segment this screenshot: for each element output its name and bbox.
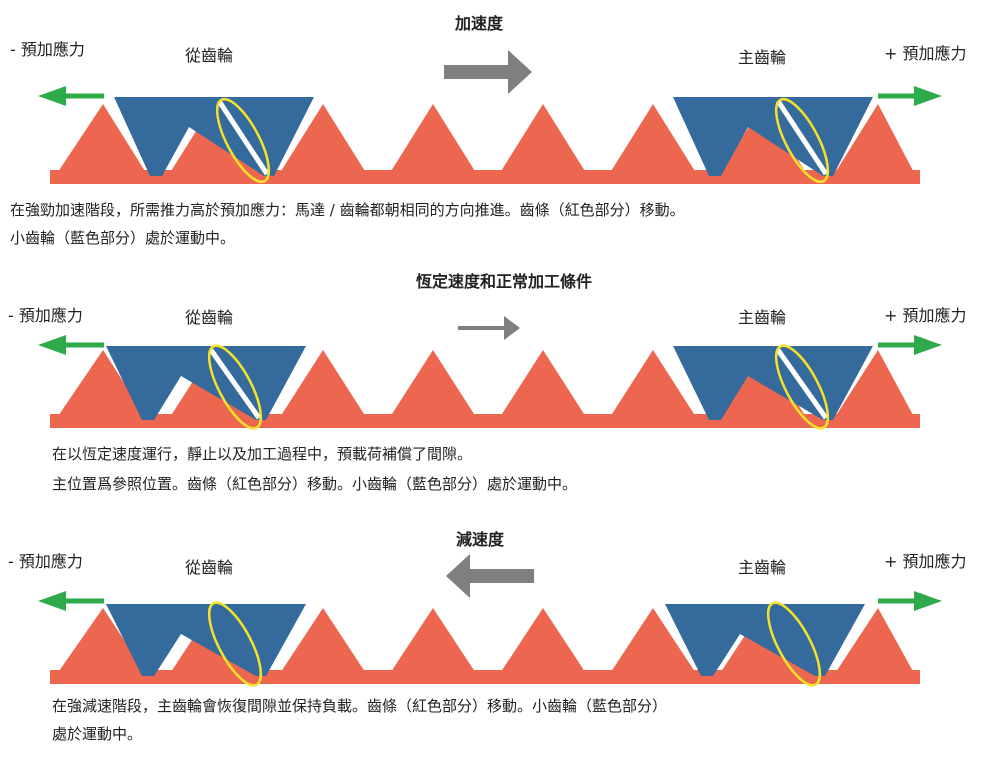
backlash-gap <box>775 99 829 176</box>
rack-tooth <box>603 608 703 684</box>
preload-arrow-left-head <box>38 335 66 355</box>
panel-constant-speed: 恆定速度和正常加工條件 - 預加應力 從齒輪 主齒輪 + 預加應力 在以恆定速度… <box>0 262 990 512</box>
master-gear-label: 主齒輪 <box>738 308 787 327</box>
preload-arrow-left-head <box>38 591 66 611</box>
master-pinion <box>673 344 873 430</box>
caption-line-2: 小齒輪（藍色部分）處於運動中。 <box>10 229 236 247</box>
master-pinion <box>673 97 873 184</box>
rack-tooth <box>603 350 703 428</box>
backlash-gap <box>775 348 829 420</box>
rack-tooth <box>828 104 920 184</box>
rack-tooth <box>603 104 703 184</box>
right-preload-label: + 預加應力 <box>884 44 967 63</box>
rack-pinion-scene <box>38 316 942 430</box>
right-preload-label: + 預加應力 <box>884 306 967 325</box>
rack-tooth <box>273 104 373 184</box>
rack-tooth <box>50 608 153 684</box>
contact-highlight-ring <box>774 97 830 184</box>
preload-arrow-left-head <box>38 86 66 106</box>
rack-pinion-scene <box>38 50 942 184</box>
master-pinion-body <box>673 346 873 420</box>
panel-title: 恆定速度和正常加工條件 <box>416 272 593 291</box>
rack-base <box>50 414 920 428</box>
caption-line-1: 在強減速階段，主齒輪會恢復間隙並保持負載。齒條（紅色部分）移動。小齒輪（藍色部分… <box>52 697 668 715</box>
rack-pinion-scene <box>38 554 942 687</box>
preload-arrow-right-head <box>914 335 942 355</box>
contact-highlight-ring <box>774 344 830 430</box>
caption-line-2: 主位置爲參照位置。齒條（紅色部分）移動。小齒輪（藍色部分）處於運動中。 <box>52 475 578 493</box>
motion-arrow-head <box>508 50 532 94</box>
panel-deceleration: 減速度 - 預加應力 從齒輪 主齒輪 + 預加應力 在強減速階段，主齒輪會恢復間… <box>0 522 990 772</box>
slave-gear-label: 從齒輪 <box>185 46 234 65</box>
preload-arrow-right-head <box>914 591 942 611</box>
left-preload-label: - 預加應力 <box>10 40 85 59</box>
master-pinion-body <box>665 604 865 676</box>
rack-tooth <box>50 350 153 428</box>
panel-title: 減速度 <box>456 530 505 549</box>
left-preload-label: - 預加應力 <box>8 552 83 571</box>
backlash-gap <box>208 348 262 420</box>
rack-tooth <box>273 608 373 684</box>
master-pinion <box>665 601 865 687</box>
panel-acceleration: 加速度 - 預加應力 從齒輪 主齒輪 + 預加應力 在強勁加速階段，所需推力高於… <box>0 0 990 250</box>
slave-gear-label: 從齒輪 <box>185 558 234 577</box>
rack-tooth <box>50 104 153 184</box>
caption-line-1: 在強勁加速階段，所需推力高於預加應力：馬達 / 齒輪都朝相同的方向推進。齒條（紅… <box>10 201 685 219</box>
rack-tooth <box>383 608 483 684</box>
preload-arrow-right-head <box>914 86 942 106</box>
master-gear-label: 主齒輪 <box>738 558 787 577</box>
rack-tooth <box>828 350 920 428</box>
rack-tooth <box>493 104 593 184</box>
slave-pinion-body <box>106 604 306 676</box>
slave-pinion <box>106 344 306 430</box>
motion-arrow-head <box>446 554 470 598</box>
slave-pinion <box>114 97 314 184</box>
slave-pinion <box>106 601 306 687</box>
slave-pinion-body <box>114 97 314 176</box>
contact-highlight-ring <box>766 601 822 687</box>
master-pinion-body <box>673 97 873 176</box>
right-preload-label: + 預加應力 <box>884 552 967 571</box>
rack-tooth <box>713 104 813 184</box>
rack-tooth <box>383 104 483 184</box>
rack-tooth <box>713 350 813 428</box>
rack-tooth <box>383 350 483 428</box>
contact-highlight-ring <box>215 97 271 184</box>
rack-tooth <box>828 608 920 684</box>
panel-title: 加速度 <box>455 14 504 33</box>
contact-highlight-ring <box>207 601 263 687</box>
rack-tooth <box>493 608 593 684</box>
caption-line-2: 處於運動中。 <box>52 725 143 743</box>
slave-pinion-body <box>106 346 306 420</box>
master-gear-label: 主齒輪 <box>738 48 787 67</box>
motion-arrow-head <box>504 316 520 340</box>
contact-highlight-ring <box>207 344 263 430</box>
backlash-gap <box>216 99 270 176</box>
rack-tooth <box>493 350 593 428</box>
caption-line-1: 在以恆定速度運行，靜止以及加工過程中，預載荷補償了間隙。 <box>52 445 473 463</box>
left-preload-label: - 預加應力 <box>8 306 83 325</box>
rack-tooth <box>273 350 373 428</box>
slave-gear-label: 從齒輪 <box>185 308 234 327</box>
